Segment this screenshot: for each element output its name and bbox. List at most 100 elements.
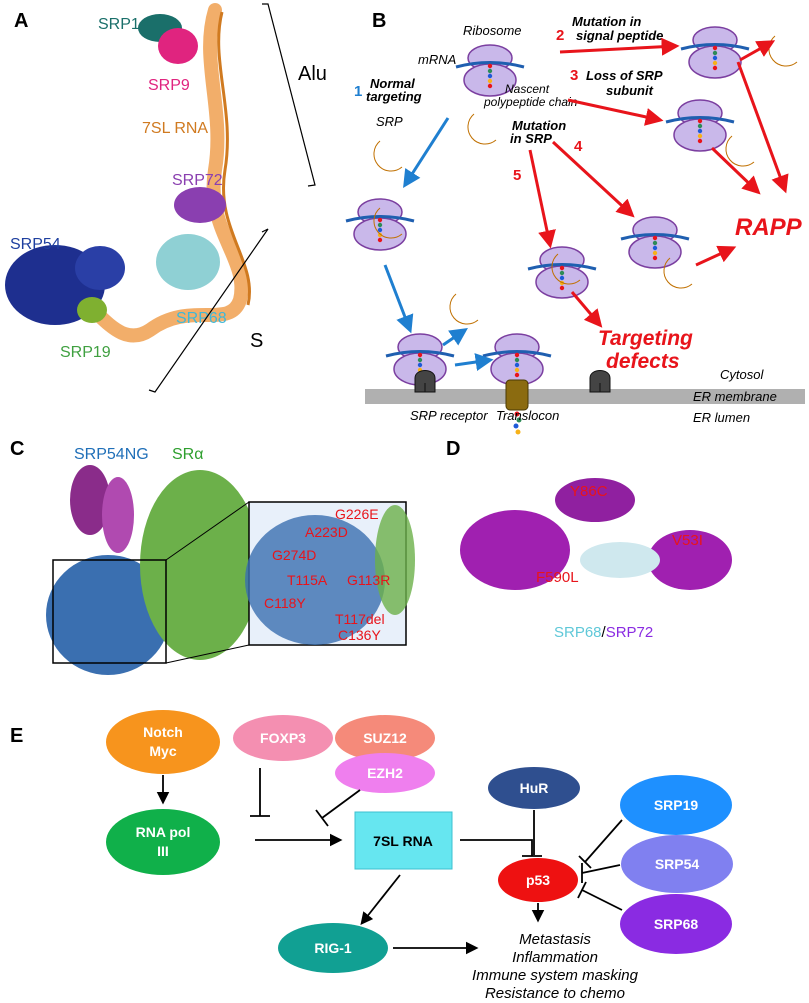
panel-d-caption: SRP68/SRP72 [554, 624, 653, 641]
label-srp9: SRP9 [148, 77, 190, 94]
label-normal-1: Normal [370, 76, 415, 91]
mutation-label-c: T117del [335, 611, 385, 627]
node-srp68-label: SRP68 [654, 916, 699, 932]
srp54ng-domain [46, 555, 170, 675]
srp68-structure [156, 234, 220, 290]
label-alu: Alu [298, 63, 327, 85]
label-srp72: SRP72 [172, 172, 223, 189]
panel-d-mutation-labels: Y86C V53I F590L [536, 483, 703, 586]
node-p53-label: p53 [526, 872, 550, 888]
edge-ezh2-inhibits [315, 789, 361, 827]
ribosome-srp-loss [664, 98, 736, 153]
node-srp54 [621, 835, 733, 893]
srp-crescent-normal [373, 140, 403, 172]
node-rna-pol-iii [106, 809, 220, 875]
arrow-transfer [454, 353, 494, 371]
label-er-lumen: ER lumen [693, 410, 750, 425]
label-srp54: SRP54 [10, 236, 61, 253]
num-2: 2 [556, 27, 564, 44]
arrow-normal-1 [403, 117, 450, 189]
s-bracket [148, 228, 269, 393]
label-srp14: SRP14 [98, 16, 149, 33]
edge-srp68-inhibits-p53 [577, 881, 623, 911]
label-er-membrane: ER membrane [693, 389, 777, 404]
edge-foxp3-inhibits [250, 768, 270, 817]
label-srp54ng: SRP54NG [74, 446, 149, 463]
zoom-box-small [52, 559, 167, 664]
arrow-5-defects [570, 291, 603, 328]
label-sralpha: SRα [172, 446, 203, 463]
outcome-item: Inflammation [512, 949, 598, 966]
node-srp19-label: SRP19 [654, 797, 699, 813]
srp54ng-helix-pink [102, 477, 134, 553]
edge-7sl-inhibits-p53 [460, 839, 542, 857]
ribosome-srp-mut-4 [619, 215, 691, 270]
mutation-label-d: Y86C [570, 483, 608, 500]
arrow-loss-subunit [567, 98, 664, 126]
label-translocon: Translocon [496, 408, 559, 423]
caption-separator: / [602, 624, 607, 641]
node-srp68 [620, 894, 732, 954]
node-suz12-label: SUZ12 [363, 730, 407, 746]
label-loss-1: Loss of SRP [586, 68, 663, 83]
rna-7sl-backbone [73, 3, 249, 343]
label-srp-receptor: SRP receptor [410, 408, 488, 423]
num-3: 3 [570, 67, 578, 84]
arrow-normal-2 [383, 264, 414, 334]
srp72-structure [174, 187, 226, 223]
mutation-label-c: A223D [305, 524, 348, 540]
srp72-helices-right [648, 530, 732, 590]
zoom-connector [165, 501, 250, 664]
node-foxp3-label: FOXP3 [260, 730, 306, 746]
node-foxp3 [233, 715, 333, 761]
zoom-sralpha [375, 505, 415, 615]
panel-label-a: A [14, 10, 28, 32]
srp9-structure [158, 28, 198, 64]
mutation-label-d: F590L [536, 569, 579, 586]
arrow-sig-release [739, 40, 776, 62]
polypeptide-in-lumen [513, 411, 522, 435]
label-loss-2: subunit [606, 83, 654, 98]
outcome-item: Resistance to chemo [485, 985, 625, 1002]
srp-crescent-loss [725, 135, 755, 167]
label-7sl-rna: 7SL RNA [142, 120, 208, 137]
panel-label-e: E [10, 725, 23, 747]
num-1: 1 [354, 83, 362, 100]
node-notch-label-1: Notch [143, 724, 183, 740]
srp68-strand [580, 542, 660, 578]
srp19-structure [77, 297, 107, 323]
label-mrna: mRNA [418, 52, 456, 67]
panel-a: A SRP14 SRP9 7SL RNA SRP72 SRP54 SRP68 S… [5, 3, 327, 393]
panel-label-c: C [10, 438, 24, 460]
arrow-4-rapp [695, 245, 737, 267]
srp72-helices-left [460, 510, 570, 590]
arrow-sig-rapp [736, 61, 789, 194]
node-hur-label: HuR [520, 780, 549, 796]
outcome-item: Metastasis [519, 931, 591, 948]
label-ribosome: Ribosome [463, 23, 522, 38]
free-receptor-shape [589, 370, 611, 393]
num-4: 4 [574, 138, 583, 155]
node-rig1-label: RIG-1 [314, 940, 352, 956]
arrow-loss-rapp [710, 146, 761, 195]
srp-crescent-released [449, 293, 479, 325]
arrow-srp-5 [528, 149, 556, 249]
panel-label-b: B [372, 10, 386, 32]
label-nascent-2: polypeptide chain [483, 95, 578, 109]
label-rapp: RAPP [735, 214, 803, 241]
srp54ng-helix-magenta [70, 465, 110, 535]
node-7sl-rna [354, 811, 453, 870]
arrow-srp-4 [551, 140, 635, 218]
mutation-label-d: V53I [672, 532, 703, 549]
mutation-label-c: C118Y [264, 595, 306, 611]
node-rnapol-label-2: III [157, 843, 169, 859]
srp72-helices-top [555, 478, 635, 522]
node-ezh2-label: EZH2 [367, 765, 403, 781]
arrow-mutation-signal [559, 37, 680, 56]
mutation-label-c: C136Y [338, 627, 381, 643]
num-5: 5 [513, 167, 521, 184]
edge-srp54-inhibits-p53 [581, 863, 621, 883]
srp-crescent-mutant [467, 113, 497, 145]
node-suz12 [335, 715, 435, 761]
